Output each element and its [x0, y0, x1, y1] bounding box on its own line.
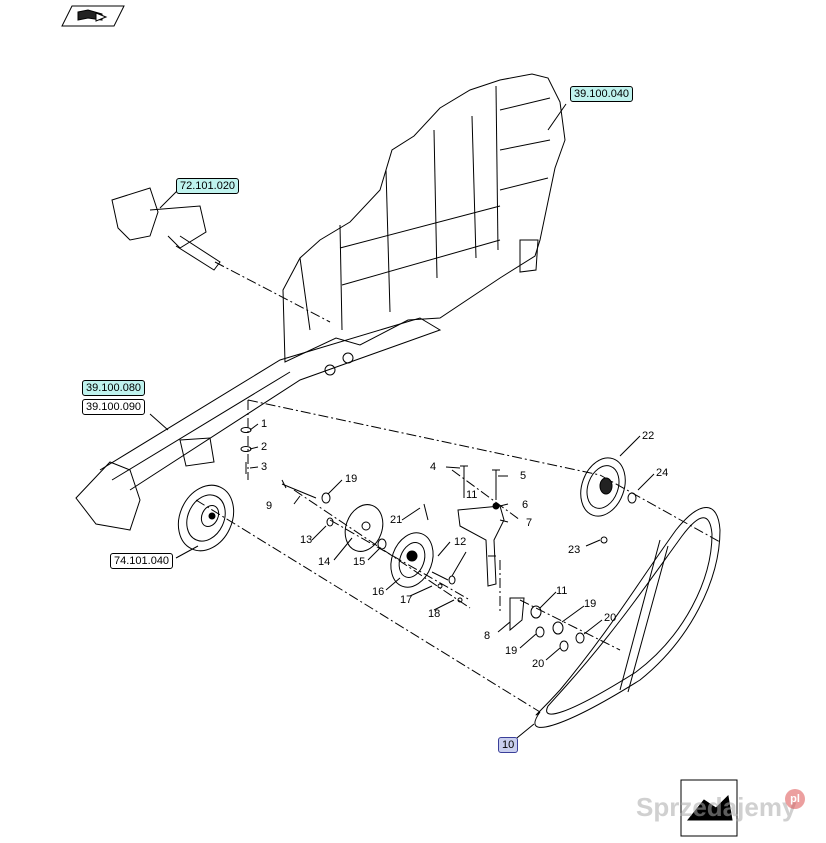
callout-22: 22	[642, 430, 655, 442]
callout-19a: 19	[345, 473, 358, 485]
pulley-22	[580, 457, 626, 517]
ref-label-pulley[interactable]: 74.101.040	[110, 553, 174, 569]
callout-11a: 11	[466, 489, 478, 501]
callout-17: 17	[400, 594, 413, 606]
leader-lines	[149, 103, 655, 743]
callout-24: 24	[656, 467, 669, 479]
callout-20b: 20	[532, 658, 545, 670]
callout-6: 6	[522, 499, 529, 511]
ref-label-upper-left[interactable]: 72.101.020	[176, 178, 240, 194]
callout-19b: 19	[584, 598, 597, 610]
callout-7: 7	[526, 517, 533, 529]
callout-23: 23	[568, 544, 581, 556]
callout-8: 8	[484, 630, 491, 642]
mountain-frame-icon[interactable]	[680, 779, 738, 837]
callout-9: 9	[266, 500, 273, 512]
ref-label-left-b[interactable]: 39.100.090	[82, 399, 146, 415]
callout-15: 15	[353, 556, 366, 568]
bracket-assembly	[111, 187, 221, 271]
callout-12: 12	[454, 536, 467, 548]
watermark-badge: pl	[785, 789, 805, 809]
callout-5: 5	[520, 470, 527, 482]
callout-20a: 20	[604, 612, 617, 624]
callout-2: 2	[261, 441, 268, 453]
disc-14	[344, 504, 384, 552]
pulley-16	[390, 532, 434, 588]
callout-14: 14	[318, 556, 331, 568]
callout-16: 16	[372, 586, 385, 598]
ref-label-left-a[interactable]: 39.100.080	[82, 380, 146, 396]
callout-19c: 19	[505, 645, 518, 657]
callout-18: 18	[428, 608, 441, 620]
callout-4: 4	[430, 461, 437, 473]
callout-1: 1	[261, 418, 268, 430]
belt-10	[534, 507, 721, 728]
callout-10[interactable]: 10	[498, 737, 519, 753]
left-pulley	[177, 484, 235, 552]
book-arrow-icon[interactable]	[61, 5, 125, 27]
lower-beam	[75, 317, 442, 531]
ref-label-top-right[interactable]: 39.100.040	[570, 86, 634, 102]
callout-21: 21	[390, 514, 403, 526]
callout-11b: 11	[556, 585, 568, 597]
side-frame-panel	[282, 73, 566, 363]
bracket-7	[457, 505, 505, 587]
bracket-8	[509, 597, 525, 632]
watermark-text: Sprzedajemy	[636, 792, 797, 822]
callout-3: 3	[261, 461, 268, 473]
callout-13: 13	[300, 534, 313, 546]
